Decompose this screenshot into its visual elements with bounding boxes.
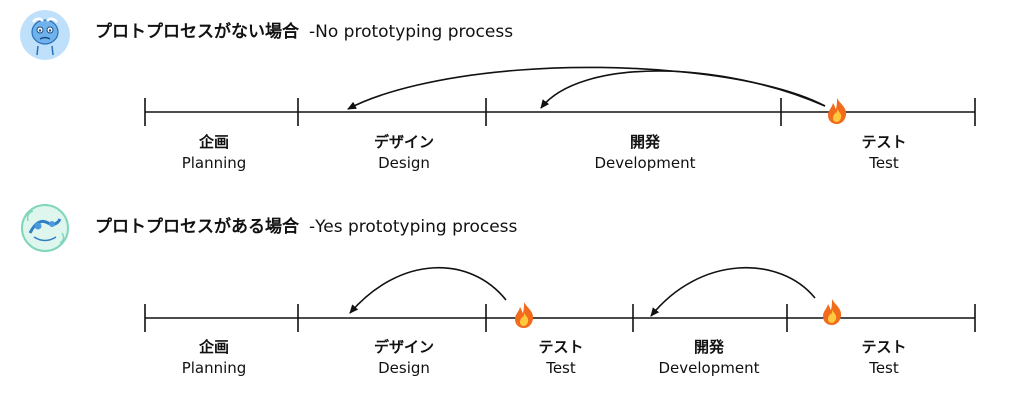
phase-label-en: Test xyxy=(546,359,576,377)
phase-label-en: Development xyxy=(658,359,760,377)
phase-label-en: Planning xyxy=(181,359,247,377)
feedback-arrow-to-design xyxy=(349,266,507,314)
phase-label-jp: 企画 xyxy=(198,338,229,356)
happy-mascot-icon xyxy=(20,203,70,253)
phase-design: デザイン Design xyxy=(304,337,504,379)
phase-label-jp: テスト xyxy=(861,133,907,151)
phase-design: デザイン Design xyxy=(304,132,504,174)
feedback-arrow-to-development xyxy=(650,266,816,317)
phase-label-en: Test xyxy=(869,359,899,377)
fire-icon xyxy=(821,298,843,326)
phase-label-jp: 開発 xyxy=(629,133,660,151)
phase-label-jp: 開発 xyxy=(693,338,724,356)
no-proto-section: プロトプロセスがない場合 -No prototyping process 企画 P… xyxy=(0,0,1024,195)
with-proto-heading: プロトプロセスがある場合 -Yes prototyping process xyxy=(95,216,517,238)
phase-test: テスト Test xyxy=(461,337,661,379)
phase-label-jp: デザイン xyxy=(373,338,434,356)
phase-label-jp: 企画 xyxy=(198,133,229,151)
phase-planning: 企画 Planning xyxy=(114,132,314,174)
phase-label-jp: デザイン xyxy=(373,133,434,151)
phase-label-jp: テスト xyxy=(538,338,584,356)
feedback-arrow-to-development xyxy=(540,70,826,109)
phase-label-en: Design xyxy=(378,359,430,377)
with-proto-section: プロトプロセスがある場合 -Yes prototyping process 企画 xyxy=(0,195,1024,405)
with-proto-heading-jp: プロトプロセスがある場合 xyxy=(95,217,299,237)
no-proto-heading-en: -No prototyping process xyxy=(309,22,514,42)
sad-mascot-icon xyxy=(20,10,70,60)
with-proto-heading-en: -Yes prototyping process xyxy=(309,217,518,237)
fire-icon xyxy=(513,301,535,329)
phase-test: テスト Test xyxy=(784,132,984,174)
phase-label-en: Planning xyxy=(181,154,247,172)
feedback-arrow-to-design xyxy=(347,66,826,110)
phase-test: テスト Test xyxy=(784,337,984,379)
phase-development: 開発 Development xyxy=(545,132,745,174)
no-proto-heading: プロトプロセスがない場合 -No prototyping process xyxy=(95,21,513,43)
phase-label-en: Test xyxy=(869,154,899,172)
phase-label-en: Development xyxy=(594,154,696,172)
phase-planning: 企画 Planning xyxy=(114,337,314,379)
phase-label-jp: テスト xyxy=(861,338,907,356)
phase-development: 開発 Development xyxy=(609,337,809,379)
no-proto-heading-jp: プロトプロセスがない場合 xyxy=(95,22,299,42)
phase-label-en: Design xyxy=(378,154,430,172)
fire-icon xyxy=(826,97,848,125)
